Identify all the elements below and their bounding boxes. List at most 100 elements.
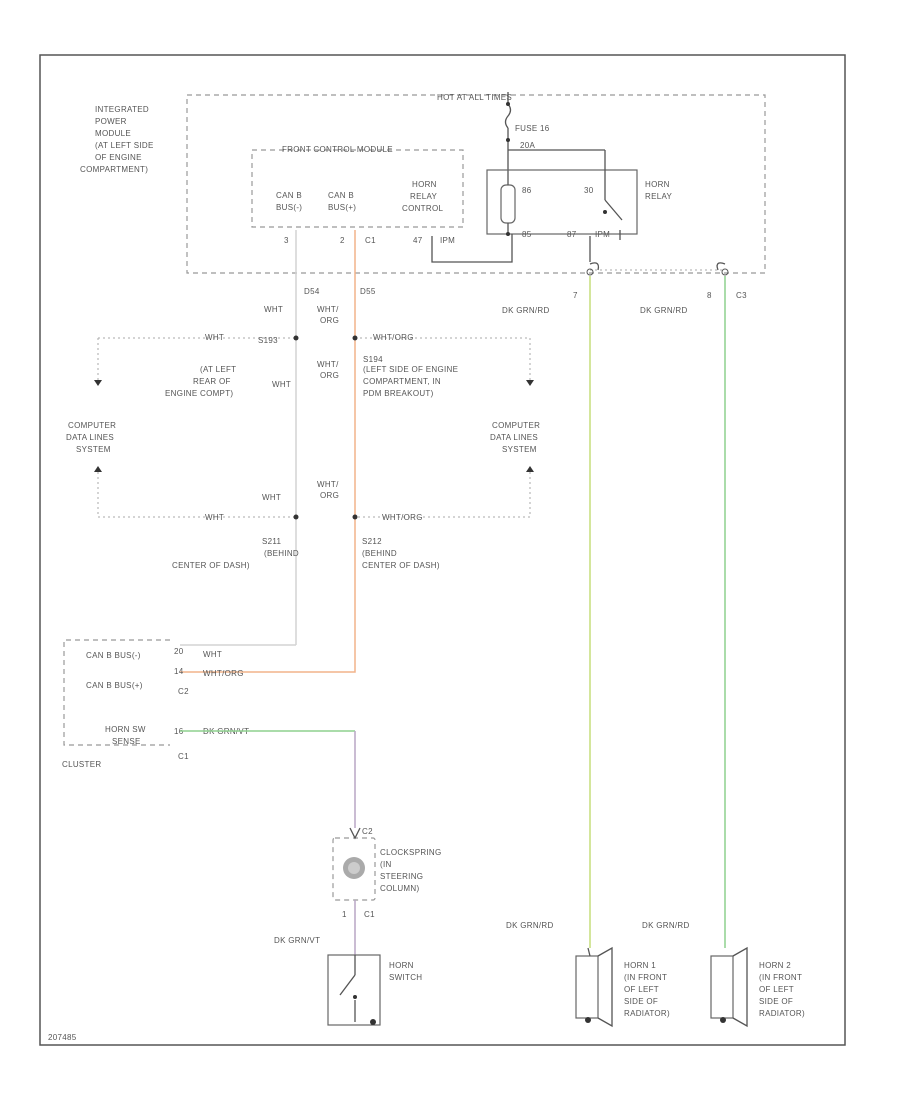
clockspring-label-line2: (IN (380, 860, 392, 869)
splice-s194 (352, 335, 358, 341)
fuse-label: FUSE 16 (515, 124, 550, 133)
diagram-frame (39, 54, 846, 1046)
fcm-horn-relay-line2: RELAY (410, 192, 438, 201)
right-data-lines-line1: COMPUTER (492, 421, 540, 430)
cluster-connector-c2: C2 (178, 687, 189, 696)
front-control-module: FRONT CONTROL MODULE CAN B BUS(-) CAN B … (251, 145, 464, 245)
relay-pin-87: 87 (567, 230, 577, 239)
s193-location-line1: (AT LEFT (200, 365, 236, 374)
fcm-canb-minus-line2: BUS(-) (276, 203, 302, 212)
horn1-label-line3: OF LEFT (624, 985, 659, 994)
horn-2: HORN 2 (IN FRONT OF LEFT SIDE OF RADIATO… (710, 946, 805, 1028)
clockspring-wire-label: DK GRN/VT (274, 936, 320, 945)
s212-branch-right (355, 472, 531, 518)
wire-wht-org-3b: ORG (320, 371, 339, 380)
horn2-label-line1: HORN 2 (759, 961, 791, 970)
horn1-label-line4: SIDE OF (624, 997, 658, 1006)
ipm-label-line2: POWER (95, 117, 127, 126)
wire-wht-3: WHT (272, 380, 291, 389)
wire-d54: D54 (304, 287, 320, 296)
splice-s211 (293, 514, 299, 520)
wire-wht-org-2: WHT/ORG (373, 333, 414, 342)
cluster-canb-minus: CAN B BUS(-) (86, 651, 141, 660)
can-bus-plus-wire (180, 230, 356, 673)
splice-s193 (293, 335, 299, 341)
horn2-ground-icon (720, 1017, 726, 1023)
relay-label-line1: HORN (645, 180, 670, 189)
data-lines-arrow-left-top (94, 380, 102, 386)
s194-location-line3: PDM BREAKOUT) (363, 389, 434, 398)
fcm-pin-47: 47 (413, 236, 423, 245)
fcm-ipm-pin: IPM (440, 236, 455, 245)
clockspring-label-line4: COLUMN) (380, 884, 419, 893)
fcm-title: FRONT CONTROL MODULE (282, 145, 393, 154)
relay-c3-pin-8: 8 (707, 291, 712, 300)
horn2-label-line3: OF LEFT (759, 985, 794, 994)
wire-wht-4: WHT (262, 493, 281, 502)
clockspring-connector-c1: C1 (364, 910, 375, 919)
s194-location-line2: COMPARTMENT, IN (363, 377, 441, 386)
wire-wht-org-5: WHT/ORG (382, 513, 423, 522)
splice-s211-label: S211 (262, 537, 282, 546)
clockspring-pin-1: 1 (342, 910, 347, 919)
s212-location-line1: (BEHIND (362, 549, 397, 558)
s193-location-line3: ENGINE COMPT) (165, 389, 233, 398)
left-data-lines-line1: COMPUTER (68, 421, 116, 430)
right-data-lines-line2: DATA LINES (490, 433, 538, 442)
relay-control-wire (431, 234, 513, 263)
ipm-label-line4: (AT LEFT SIDE (95, 141, 154, 150)
relay-c3-pin-7: 7 (573, 291, 578, 300)
fuse-16: FUSE 16 20A (504, 92, 550, 178)
hot-at-all-times-label: HOT AT ALL TIMES (437, 93, 512, 102)
horn-relay: 86 30 85 87 IPM HORN RELAY (486, 149, 673, 240)
splice-s212-label: S212 (362, 537, 382, 546)
wire-wht-5: WHT (205, 513, 224, 522)
wire-wht-org-3a: WHT/ (317, 360, 339, 369)
s212-location-line2: CENTER OF DASH) (362, 561, 440, 570)
clockspring-label-line3: STEERING (380, 872, 423, 881)
horn1-label-line2: (IN FRONT (624, 973, 667, 982)
diagram-code: 207485 (48, 1033, 77, 1042)
horn2-feed-label-top: DK GRN/RD (640, 306, 688, 315)
wire-wht-1: WHT (264, 305, 283, 314)
data-lines-arrow-left-bottom (94, 466, 102, 472)
horn1-ground-icon (585, 1017, 591, 1023)
fcm-connector-c1: C1 (365, 236, 376, 245)
cluster-pin-20: 20 (174, 647, 184, 656)
fcm-canb-plus-line2: BUS(+) (328, 203, 356, 212)
fcm-pin-2: 2 (340, 236, 345, 245)
splice-s212 (352, 514, 358, 520)
fcm-horn-relay-line1: HORN (412, 180, 437, 189)
cluster-pin-16: 16 (174, 727, 184, 736)
horn-switch-ground-icon (370, 1019, 376, 1025)
horn-switch-label-line2: SWITCH (389, 973, 422, 982)
fcm-canb-minus-line1: CAN B (276, 191, 302, 200)
ipm-label-line3: MODULE (95, 129, 131, 138)
right-data-lines-line3: SYSTEM (502, 445, 537, 454)
integrated-power-module: INTEGRATED POWER MODULE (AT LEFT SIDE OF… (80, 93, 766, 274)
splice-s194-label: S194 (363, 355, 383, 364)
relay-label-line2: RELAY (645, 192, 673, 201)
horn-switch: HORN SWITCH (327, 954, 422, 1026)
wire-wht-2: WHT (205, 333, 224, 342)
s194-location-line1: (LEFT SIDE OF ENGINE (363, 365, 458, 374)
cluster-label: CLUSTER (62, 760, 101, 769)
left-data-lines-line2: DATA LINES (66, 433, 114, 442)
left-data-lines-line3: SYSTEM (76, 445, 111, 454)
cluster-wire-wht: WHT (203, 650, 222, 659)
horn1-feed-label-bottom: DK GRN/RD (506, 921, 554, 930)
clockspring-connector-c2: C2 (362, 827, 373, 836)
relay-ipm-pin: IPM (595, 230, 610, 239)
wire-wht-org-4b: ORG (320, 491, 339, 500)
relay-pin-85: 85 (522, 230, 532, 239)
horn-1: HORN 1 (IN FRONT OF LEFT SIDE OF RADIATO… (575, 946, 670, 1028)
cluster-canb-plus: CAN B BUS(+) (86, 681, 143, 690)
wire-wht-org-1a: WHT/ (317, 305, 339, 314)
instrument-cluster: CAN B BUS(-) CAN B BUS(+) HORN SW SENSE … (62, 639, 249, 769)
s211-location-line1: (BEHIND (264, 549, 299, 558)
horn1-feed-label-top: DK GRN/RD (502, 306, 550, 315)
wire-wht-org-4a: WHT/ (317, 480, 339, 489)
wire-wht-org-1b: ORG (320, 316, 339, 325)
cluster-connector-c1: C1 (178, 752, 189, 761)
